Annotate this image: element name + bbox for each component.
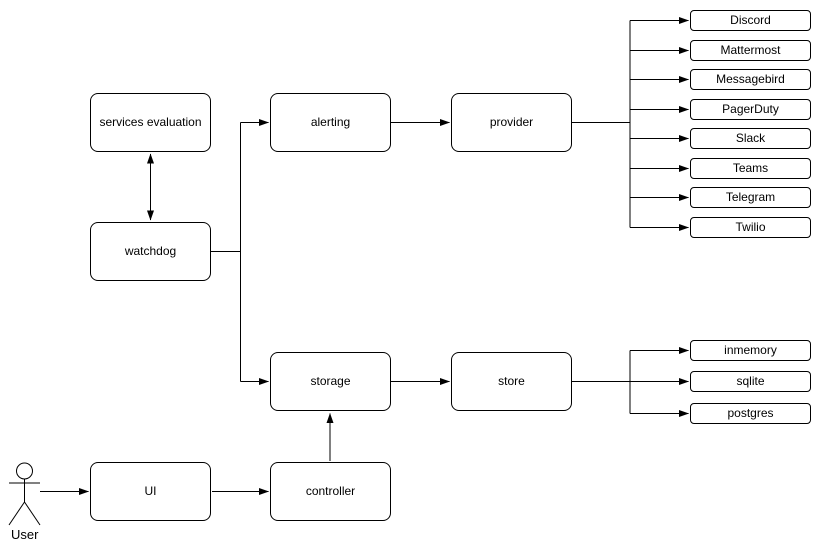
node-sqlite: sqlite (690, 371, 811, 392)
node-sqlite-label: sqlite (736, 373, 765, 388)
node-teams-label: Teams (732, 160, 769, 175)
node-watchdog-label: watchdog (124, 243, 177, 258)
node-messagebird-label: Messagebird (716, 71, 785, 86)
node-alerting: alerting (270, 93, 391, 152)
node-storage-label: storage (310, 373, 351, 388)
node-inmemory: inmemory (690, 340, 811, 361)
node-inmemory-label: inmemory (724, 342, 777, 357)
node-services-evaluation-label: services evaluation (99, 114, 202, 129)
node-storage: storage (270, 352, 391, 411)
node-teams: Teams (690, 158, 811, 179)
node-telegram: Telegram (690, 187, 811, 208)
node-slack: Slack (690, 128, 811, 149)
node-twilio-label: Twilio (735, 219, 766, 234)
user-actor-label: User (11, 527, 39, 542)
node-watchdog: watchdog (90, 222, 211, 281)
node-ui: UI (90, 462, 211, 521)
node-messagebird: Messagebird (690, 69, 811, 90)
node-controller: controller (270, 462, 391, 521)
user-actor-icon (8, 462, 41, 526)
node-twilio: Twilio (690, 217, 811, 238)
node-discord-label: Discord (730, 12, 771, 27)
node-postgres-label: postgres (727, 405, 774, 420)
node-pagerduty-label: PagerDuty (722, 101, 779, 116)
node-store: store (451, 352, 572, 411)
node-mattermost: Mattermost (690, 40, 811, 61)
node-provider: provider (451, 93, 572, 152)
node-telegram-label: Telegram (725, 189, 776, 204)
node-discord: Discord (690, 10, 811, 31)
node-alerting-label: alerting (310, 114, 351, 129)
node-pagerduty: PagerDuty (690, 99, 811, 120)
node-postgres: postgres (690, 403, 811, 424)
node-services-evaluation: services evaluation (90, 93, 211, 152)
node-ui-label: UI (144, 483, 157, 498)
node-provider-label: provider (489, 114, 534, 129)
node-mattermost-label: Mattermost (720, 42, 781, 57)
node-controller-label: controller (305, 483, 356, 498)
node-slack-label: Slack (735, 130, 766, 145)
node-store-label: store (498, 373, 525, 388)
edges (40, 17, 689, 495)
